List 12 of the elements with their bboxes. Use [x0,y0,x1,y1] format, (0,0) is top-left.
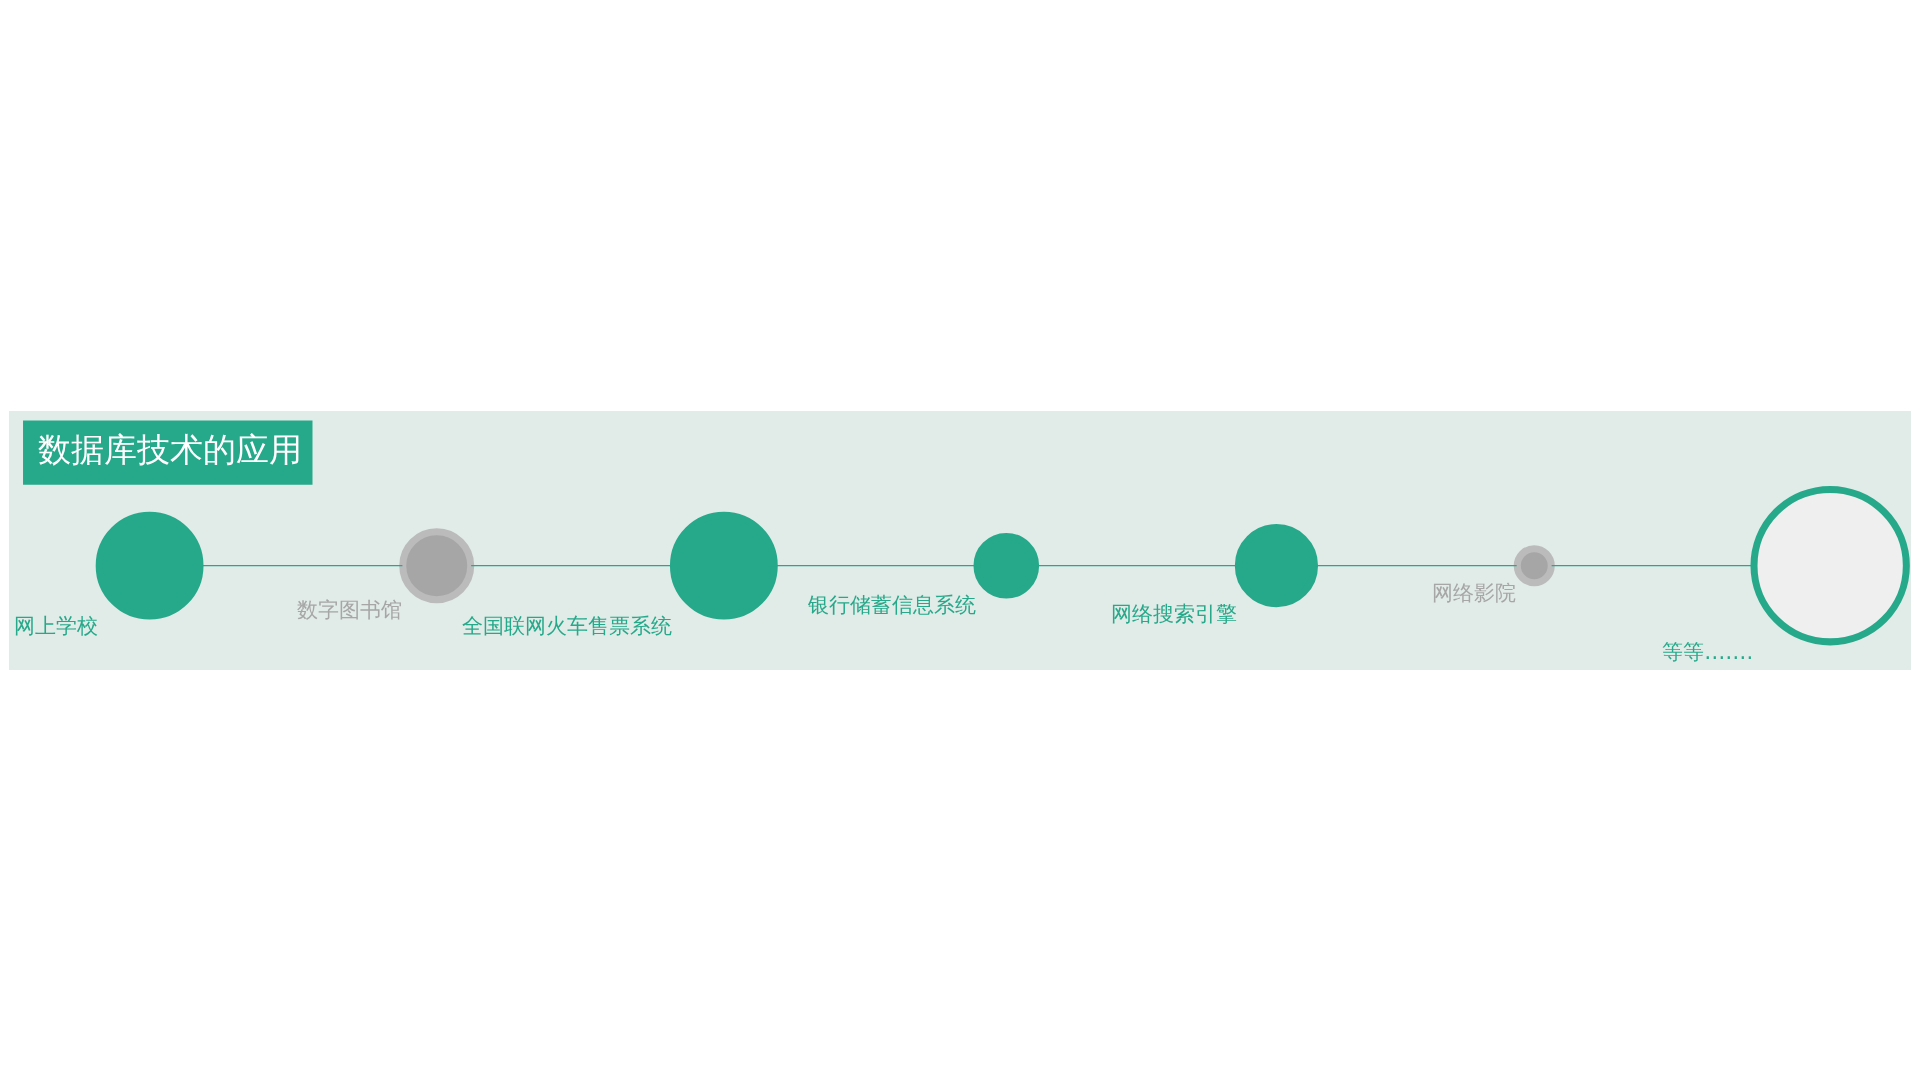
node-circle [1750,485,1910,645]
node-label: 等等……. [1662,638,1754,664]
node-circle [1234,523,1319,607]
node-label: 网络搜索引擎 [1111,600,1238,626]
diagram-title: 数据库技术的应用 [37,430,302,469]
node-label: 网上学校 [14,612,99,638]
node-label: 网络影院 [1432,579,1517,605]
node-circle [399,527,475,603]
node-circle [95,511,204,620]
node-label: 全国联网火车售票系统 [462,612,673,638]
node-label: 银行储蓄信息系统 [808,591,977,617]
node-label: 数字图书馆 [296,596,402,622]
